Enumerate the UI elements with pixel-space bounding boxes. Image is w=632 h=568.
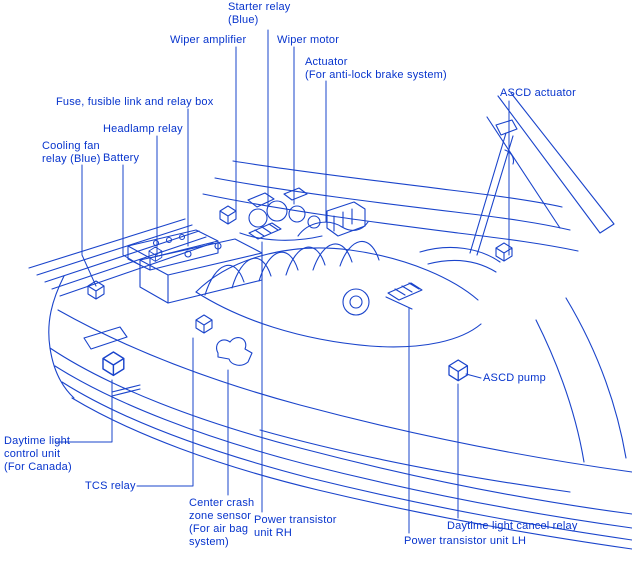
power-transistor-rh-unit [248,222,282,240]
open-hood [469,92,615,256]
label-tcs-relay: TCS relay [85,480,136,492]
front-fascia [48,275,632,550]
leader-lines [55,29,510,534]
label-wiper-motor: Wiper motor [277,34,340,46]
label-fuse-box: Fuse, fusible link and relay box [56,96,214,108]
label-wiper-amplifier: Wiper amplifier [170,34,247,46]
cowl-panel [202,160,579,252]
engine [195,221,501,348]
label-starter-relay: Starter relay (Blue) [228,1,291,26]
label-power-transistor-lh: Power transistor unit LH [404,535,527,547]
leader-cooling-fan-relay [81,164,97,287]
leader-daytime-light-control [55,379,113,443]
label-headlamp-relay: Headlamp relay [103,123,183,135]
right-fender [535,297,627,463]
label-daytime-light-control: Daytime light control unit (For Canada) [4,435,72,473]
label-power-transistor-rh: Power transistor unit RH [254,514,337,539]
abs-actuator-unit [326,201,366,237]
leader-tcs-relay [136,337,194,487]
radiator-support [28,218,214,297]
label-center-crash-sensor: Center crash zone sensor (For air bag sy… [189,497,255,548]
leader-ascd-pump [465,373,482,379]
leader-battery [122,164,141,266]
label-daytime-light-cancel-relay: Daytime light cancel relay [447,520,578,532]
label-cooling-fan-relay: Cooling fan relay (Blue) [42,140,101,165]
power-transistor-lh-unit [385,282,423,310]
label-abs-actuator: Actuator (For anti-lock brake system) [305,56,447,81]
label-battery: Battery [103,152,140,164]
wiper-motor-assembly [239,187,323,241]
label-ascd-pump: ASCD pump [483,372,546,384]
crash-zone-sensor-unit [216,337,253,366]
label-ascd-actuator: ASCD actuator [500,87,576,99]
